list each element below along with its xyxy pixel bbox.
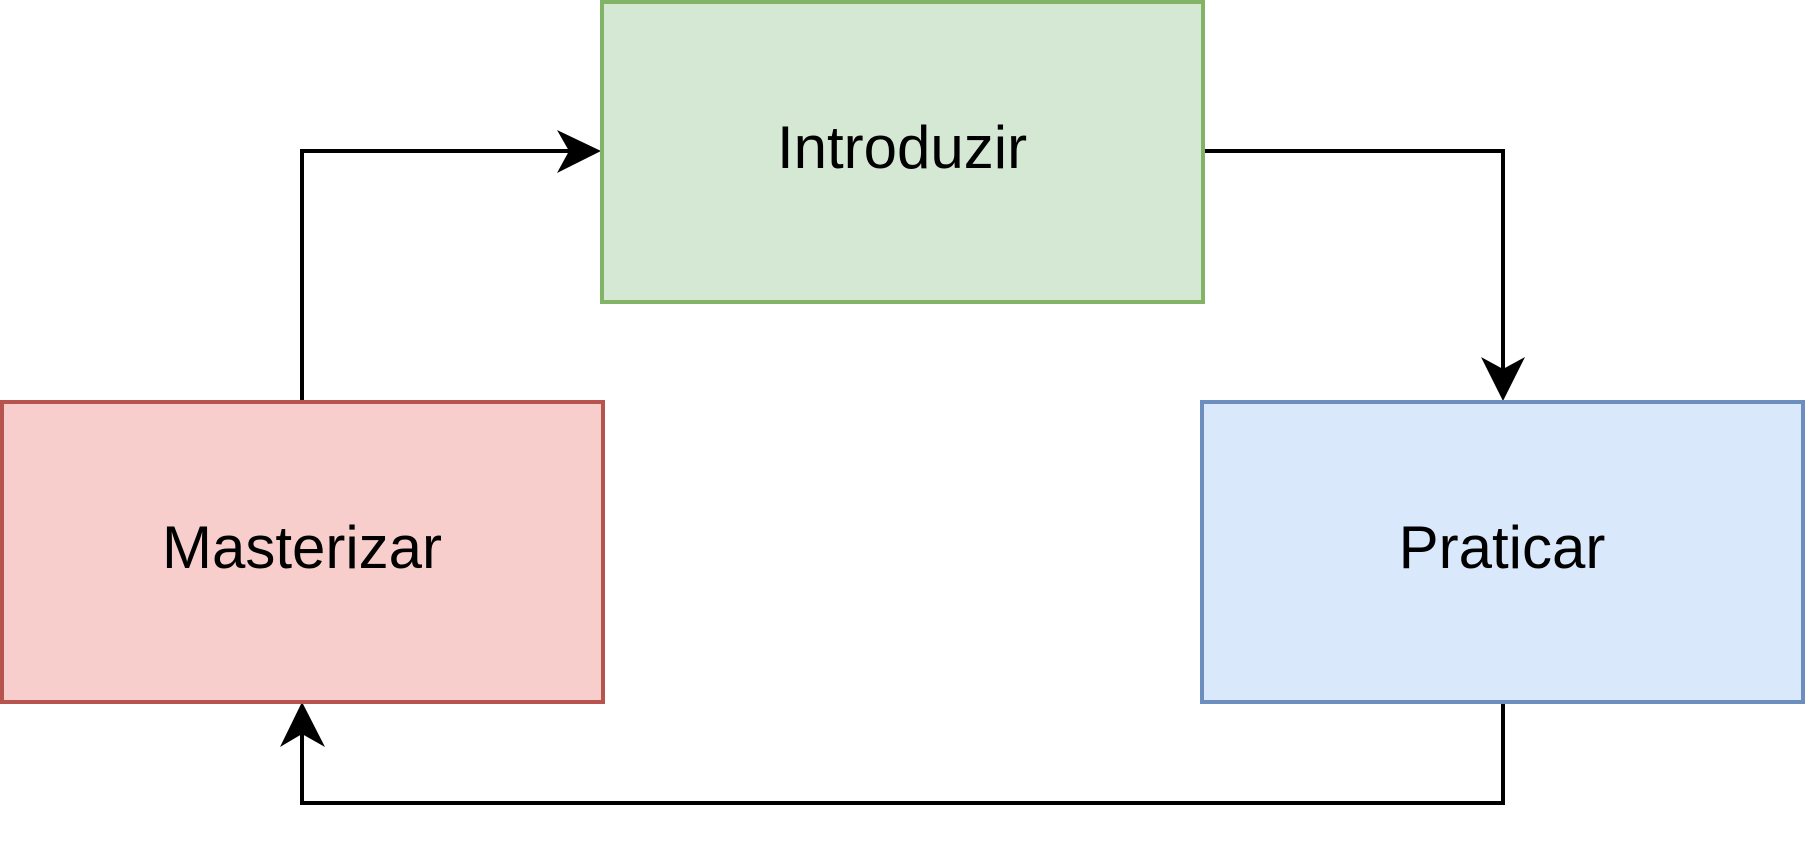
arrowhead-icon — [1481, 357, 1525, 401]
arrowhead-icon — [280, 702, 325, 747]
node-label-introduzir: Introduzir — [777, 114, 1027, 181]
node-box — [600, 0, 1205, 304]
node-praticar[interactable]: Praticar — [1200, 400, 1805, 704]
node-masterizar[interactable]: Masterizar — [0, 400, 605, 704]
edge-line — [300, 704, 1505, 805]
edge-introduzir-to-praticar — [1203, 149, 1525, 401]
arrowhead-icon — [557, 130, 601, 173]
node-box — [1200, 400, 1805, 704]
node-label-praticar: Praticar — [1399, 514, 1606, 581]
edge-line — [300, 149, 575, 400]
edge-line — [1203, 149, 1505, 375]
edge-praticar-to-masterizar — [280, 702, 1505, 805]
edge-masterizar-to-introduzir — [300, 130, 601, 400]
node-label-masterizar: Masterizar — [162, 514, 442, 581]
node-box — [0, 400, 605, 704]
node-introduzir[interactable]: Introduzir — [600, 0, 1205, 304]
